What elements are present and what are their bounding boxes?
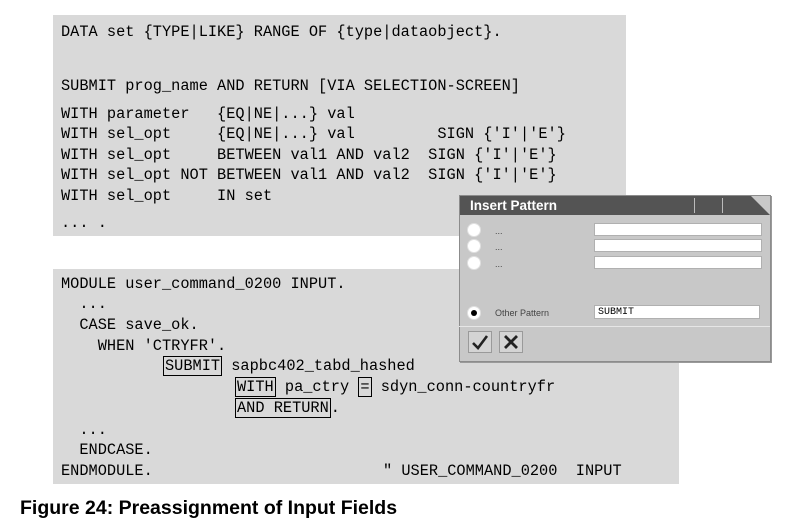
program-name: sapbc402_tabd_hashed — [222, 357, 415, 375]
code-line: ENDCASE. — [61, 441, 153, 459]
equals-box: = — [358, 377, 372, 397]
and-return-box: AND RETURN — [235, 398, 331, 418]
titlebar-separator — [722, 198, 723, 213]
code-comment: " USER_COMMAND_0200 INPUT — [383, 462, 622, 480]
pattern-radio-3[interactable] — [467, 256, 481, 270]
code-line: WITH sel_opt IN set — [61, 187, 273, 205]
code-line: CASE save_ok. — [61, 316, 199, 334]
code-line: ... — [61, 421, 107, 439]
pattern-label-1: ... — [495, 226, 503, 236]
code-line: MODULE user_command_0200 INPUT. — [61, 275, 346, 293]
dialog-title: Insert Pattern — [470, 198, 558, 213]
code-block-syntax: DATA set {TYPE|LIKE} RANGE OF {type|data… — [53, 15, 626, 236]
code-line: ... — [61, 295, 107, 313]
code-line: WITH sel_opt {EQ|NE|...} val SIGN {'I'|'… — [61, 125, 566, 143]
checkmark-icon — [472, 335, 489, 350]
pattern-field-1[interactable] — [594, 223, 762, 236]
code-line-with: WITH pa_ctry = sdyn_conn-countryfr — [235, 377, 556, 397]
code-line: SUBMIT prog_name AND RETURN [VIA SELECTI… — [61, 77, 520, 95]
pattern-field-2[interactable] — [594, 239, 762, 252]
figure-caption: Figure 24: Preassignment of Input Fields — [20, 497, 398, 519]
code-line: DATA set {TYPE|LIKE} RANGE OF {type|data… — [61, 23, 502, 41]
code-line: WITH sel_opt BETWEEN val1 AND val2 SIGN … — [61, 146, 557, 164]
code-line: WITH sel_opt NOT BETWEEN val1 AND val2 S… — [61, 166, 557, 184]
code-line: WHEN 'CTRYFR'. — [61, 337, 227, 355]
pattern-label-3: ... — [495, 259, 503, 269]
pattern-radio-1[interactable] — [467, 223, 481, 237]
other-pattern-label: Other Pattern — [495, 308, 550, 318]
cross-icon — [504, 335, 518, 349]
pattern-field-3[interactable] — [594, 256, 762, 269]
pattern-label-2: ... — [495, 242, 503, 252]
confirm-button[interactable] — [468, 331, 492, 353]
dialog-titlebar: Insert Pattern — [460, 196, 770, 215]
pattern-radio-2[interactable] — [467, 239, 481, 253]
parameter-value: sdyn_conn-countryfr — [371, 378, 556, 396]
other-pattern-input[interactable]: SUBMIT — [594, 305, 760, 319]
other-pattern-radio[interactable] — [467, 306, 481, 320]
titlebar-separator — [694, 198, 695, 213]
code-line: WITH parameter {EQ|NE|...} val — [61, 105, 355, 123]
code-line: ENDMODULE. — [61, 462, 153, 480]
with-keyword-box: WITH — [235, 377, 276, 397]
cancel-button[interactable] — [499, 331, 523, 353]
dialog-divider — [459, 326, 770, 327]
submit-keyword-box: SUBMIT — [163, 356, 223, 376]
code-line: ... . — [61, 214, 107, 232]
parameter-name: pa_ctry — [275, 378, 359, 396]
code-line-submit: SUBMIT sapbc402_tabd_hashed — [163, 356, 415, 376]
titlebar-corner — [751, 196, 770, 215]
code-line-and-return: AND RETURN. — [235, 398, 340, 418]
